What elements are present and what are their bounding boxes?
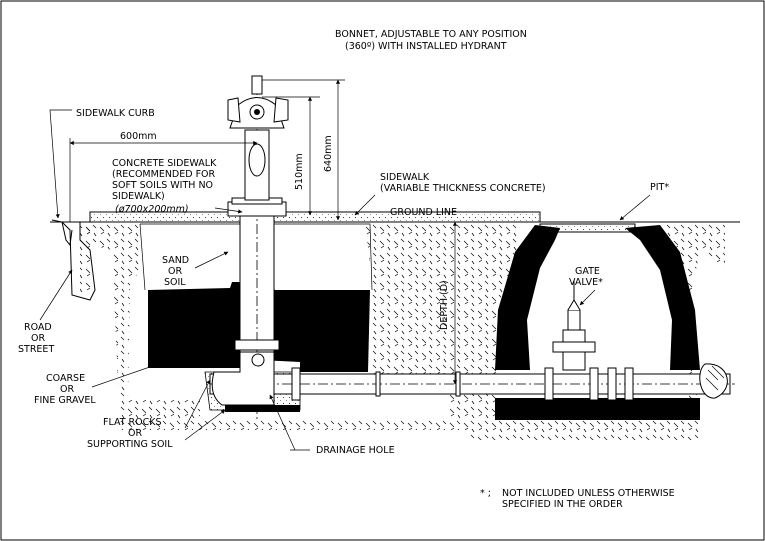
- bonnet-label-2: (360º) WITH INSTALLED HYDRANT: [345, 41, 507, 52]
- leader-lines: [39, 109, 651, 451]
- note-line-1: NOT INCLUDED UNLESS OTHERWISE: [502, 488, 675, 499]
- drainage-hole-label: DRAINAGE HOLE: [316, 445, 395, 456]
- ground-line-label: GROUND LINE: [390, 207, 457, 218]
- gate-valve-label-1: GATE: [575, 266, 600, 277]
- concrete-label-2: (RECOMMENDED FOR: [112, 169, 216, 180]
- flat-rocks-label-1: FLAT ROCKS: [103, 417, 162, 428]
- hydrant: [211, 75, 289, 420]
- dimensions: [69, 79, 458, 385]
- concrete-dims-label: (ø700x200mm): [115, 204, 189, 215]
- concrete-label-4: SIDEWALK): [112, 191, 165, 202]
- coarse-label-2: OR: [60, 384, 74, 395]
- sidewalk-slab: [89, 211, 541, 223]
- pit-label: PIT*: [650, 182, 669, 193]
- dim-600-label: 600mm: [120, 131, 157, 142]
- dim-640-label: 640mm: [323, 135, 334, 172]
- road-label-3: STREET: [18, 344, 54, 355]
- flat-rocks-label-3: SUPPORTING SOIL: [87, 439, 173, 450]
- note-line-2: SPECIFIED IN THE ORDER: [502, 499, 623, 510]
- coarse-label-1: COARSE: [46, 373, 85, 384]
- pit-cover: [539, 223, 636, 233]
- sand-label-2: OR: [168, 266, 182, 277]
- sidewalk-curb: [51, 219, 73, 247]
- sidewalk-label-1: SIDEWALK: [380, 172, 430, 183]
- flat-rocks-label-2: OR: [128, 428, 142, 439]
- sidewalk-curb-label: SIDEWALK CURB: [76, 108, 155, 119]
- sidewalk-label-2: (VARIABLE THICKNESS CONCRETE): [380, 183, 546, 194]
- dim-510-label: 510mm: [294, 153, 305, 190]
- gate-valve-label-2: VALVE*: [569, 277, 603, 288]
- gate-valve: [552, 280, 596, 371]
- sand-label-3: SOIL: [164, 277, 186, 288]
- depth-label: DEPTH (D): [439, 280, 450, 330]
- bonnet-label-1: BONNET, ADJUSTABLE TO ANY POSITION: [335, 29, 527, 40]
- coarse-label-3: FINE GRAVEL: [34, 395, 96, 406]
- road-label-2: OR: [31, 333, 45, 344]
- concrete-label-1: CONCRETE SIDEWALK: [112, 158, 217, 169]
- road-label-1: ROAD: [24, 322, 52, 333]
- valve-pit-walls: [495, 225, 700, 370]
- sand-label-1: SAND: [162, 255, 189, 266]
- note-marker: * ;: [480, 488, 491, 499]
- concrete-label-3: SOFT SOILS WITH NO: [112, 180, 213, 191]
